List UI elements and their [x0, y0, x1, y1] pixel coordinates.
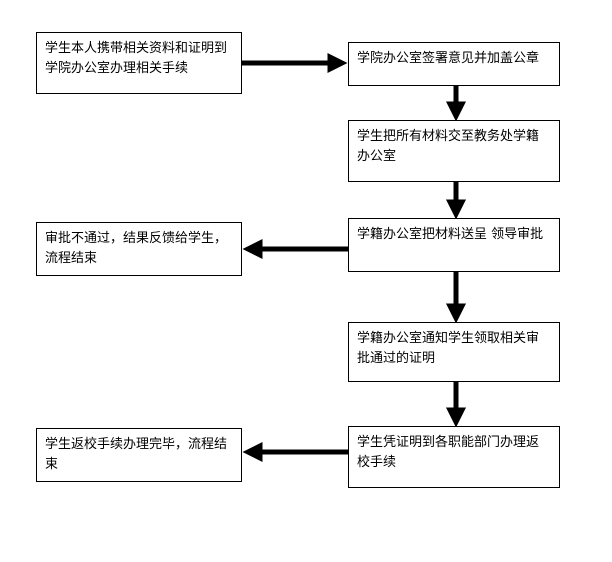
step-text: 学生凭证明到各职能部门办理返校手续: [357, 435, 540, 470]
step-text: 学生返校手续办理完毕，流程结束: [45, 437, 228, 472]
step-box-department-procedures: 学生凭证明到各职能部门办理返校手续: [348, 426, 560, 488]
step-text: 审批不通过，结果反馈给学生，流程结束: [45, 231, 228, 266]
step-text: 学生本人携带相关资料和证明到学院办公室办理相关手续: [45, 41, 228, 76]
step-text: 学院办公室签署意见并加盖公章: [357, 51, 540, 66]
step-box-rejected-end: 审批不通过，结果反馈给学生，流程结束: [36, 222, 242, 276]
step-text: 学生把所有材料交至教务处学籍办公室: [357, 129, 540, 164]
step-box-leader-approval: 学籍办公室把材料送呈 领导审批: [348, 218, 560, 272]
step-box-submit-to-registrar: 学生把所有材料交至教务处学籍办公室: [348, 120, 560, 182]
step-box-notify-pickup: 学籍办公室通知学生领取相关审批通过的证明: [348, 322, 560, 382]
step-box-college-office-seal: 学院办公室签署意见并加盖公章: [348, 42, 560, 86]
step-box-complete-end: 学生返校手续办理完毕，流程结束: [36, 428, 242, 482]
step-text: 学籍办公室通知学生领取相关审批通过的证明: [357, 331, 540, 366]
step-box-bring-documents: 学生本人携带相关资料和证明到学院办公室办理相关手续: [36, 32, 242, 94]
step-text: 学籍办公室把材料送呈 领导审批: [357, 227, 544, 242]
